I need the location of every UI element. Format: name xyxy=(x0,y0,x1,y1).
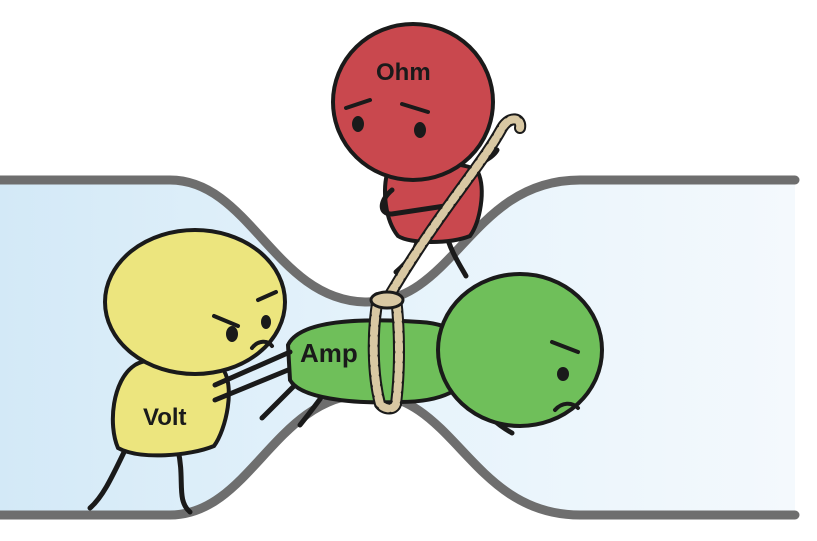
amp-label: Amp xyxy=(300,338,358,368)
rope xyxy=(367,113,527,415)
ohm-label: Ohm xyxy=(376,59,431,86)
amp-character: Amp xyxy=(259,272,604,436)
volt-head xyxy=(103,228,287,376)
ohm-head xyxy=(331,22,495,182)
ohm-character: Ohm xyxy=(331,22,500,279)
volt-label: Volt xyxy=(143,404,187,431)
pipe-top-wall xyxy=(0,175,800,307)
amp-head xyxy=(436,272,604,428)
volt-character: Volt xyxy=(87,228,293,515)
